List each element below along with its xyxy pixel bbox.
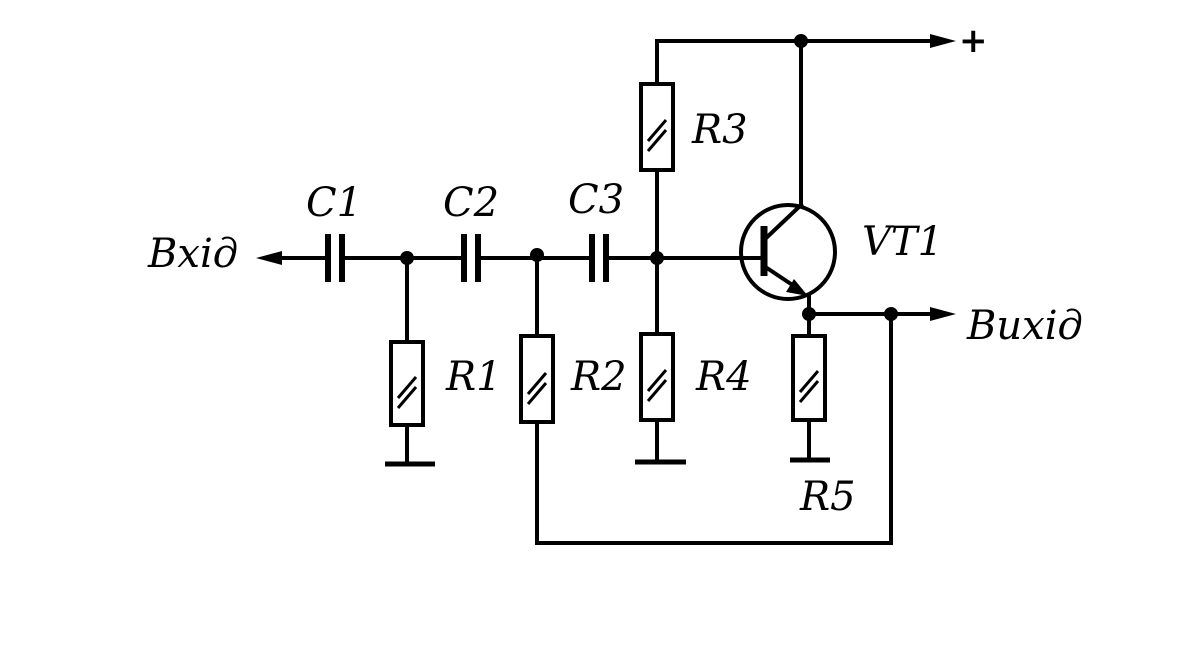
resistor-r3 (639, 82, 675, 172)
r2-label: R2 (570, 354, 627, 400)
junction-dot (802, 307, 816, 321)
resistor-r2 (519, 334, 555, 424)
capacitor-c1 (325, 234, 345, 282)
capacitor-c3 (589, 234, 609, 282)
wires (268, 39, 942, 545)
input-arrow (256, 251, 282, 265)
resistor-r1 (389, 340, 425, 427)
wire-feedback (535, 312, 893, 545)
junction-dot (530, 248, 544, 262)
output-arrow (930, 307, 956, 321)
r5-label: R5 (799, 474, 856, 520)
capacitor-c2 (461, 234, 481, 282)
vt1-label: VT1 (862, 219, 943, 265)
c3-label: C3 (568, 177, 624, 223)
output-label: Вихід (966, 303, 1083, 349)
c1-label: C1 (306, 180, 362, 226)
resistor-r5 (791, 334, 827, 422)
r1-label: R1 (445, 354, 502, 400)
junction-dot (400, 251, 414, 265)
r4-label: R4 (695, 354, 752, 400)
transistor-vt1 (739, 202, 837, 301)
emitter-arrow (786, 279, 808, 296)
input-label: Вхід (147, 231, 238, 277)
junction-dot (794, 34, 808, 48)
wire-r3-top (655, 39, 942, 86)
junction-dot (884, 307, 898, 321)
junction-dot (650, 251, 664, 265)
r3-label: R3 (691, 107, 748, 153)
c2-label: C2 (443, 180, 499, 226)
supply-arrow (930, 34, 956, 48)
resistor-r4 (639, 332, 675, 422)
supply-label: + (959, 21, 988, 61)
